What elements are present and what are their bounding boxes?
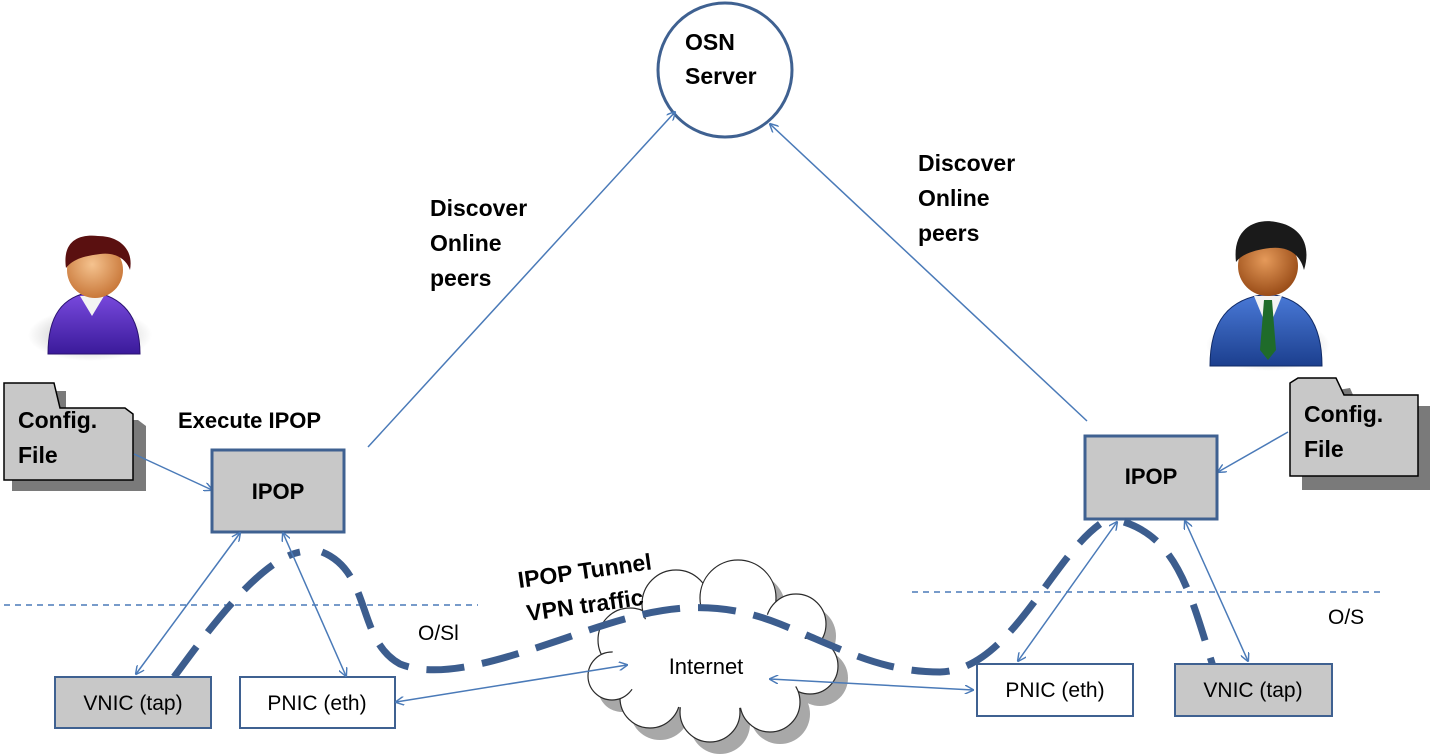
- pnic-box-right: PNIC (eth): [976, 663, 1134, 717]
- internet-pnic-arrow-right: [770, 679, 973, 690]
- folder-icon-right: [1289, 377, 1419, 477]
- discover-label-left: Discover Online peers: [430, 195, 527, 291]
- vnic-box-right: VNIC (tap): [1174, 663, 1333, 717]
- ipop-box-left: IPOP: [210, 448, 346, 534]
- vnic-label-right: VNIC (tap): [1203, 679, 1302, 702]
- os-label-left: O/Sl: [418, 622, 459, 645]
- config-to-ipop-arrow-right: [1218, 431, 1289, 472]
- pnic-internet-arrow-left: [396, 665, 627, 702]
- pnic-box-left: PNIC (eth): [239, 676, 396, 729]
- svg-text:File: File: [18, 442, 58, 468]
- folder-icon-left: [3, 382, 134, 481]
- osn-server-label-line1: OSN: [685, 29, 735, 55]
- svg-text:Discover: Discover: [918, 150, 1015, 176]
- svg-text:Online: Online: [430, 230, 502, 256]
- osn-server-label-line2: Server: [685, 63, 757, 89]
- ipop-vnic-arrow-left: [136, 533, 240, 674]
- svg-text:Discover: Discover: [430, 195, 527, 221]
- ipop-vnic-arrow-right: [1185, 521, 1248, 661]
- osn-server-node: OSN Server: [656, 1, 794, 139]
- config-file-left: Config. File: [3, 382, 146, 491]
- user-icon-left: [28, 235, 152, 361]
- user-icon-right: [1206, 221, 1330, 371]
- svg-text:Config.: Config.: [1304, 401, 1383, 427]
- tunnel-segment-left-vnic: [171, 548, 301, 680]
- ipop-label-left: IPOP: [252, 479, 305, 504]
- discover-arrow-left: [367, 112, 675, 448]
- ipop-label-right: IPOP: [1125, 464, 1178, 489]
- svg-text:Online: Online: [918, 185, 990, 211]
- internet-label: Internet: [669, 654, 744, 679]
- tunnel-segment-right-vnic: [1122, 518, 1220, 678]
- vnic-box-left: VNIC (tap): [54, 676, 212, 729]
- config-file-right: Config. File: [1289, 377, 1430, 490]
- pnic-label-left: PNIC (eth): [267, 692, 366, 715]
- svg-text:Config.: Config.: [18, 407, 97, 433]
- execute-ipop-label: Execute IPOP: [178, 408, 321, 433]
- os-label-right: O/S: [1328, 606, 1364, 629]
- svg-text:peers: peers: [918, 220, 979, 246]
- svg-text:File: File: [1304, 436, 1344, 462]
- osn-server-circle: [656, 1, 794, 139]
- tunnel-segment-main: [320, 521, 1103, 676]
- ipop-pnic-arrow-right: [1018, 522, 1117, 661]
- config-to-ipop-arrow-left: [133, 453, 212, 490]
- discover-arrow-right: [770, 124, 1088, 422]
- pnic-label-right: PNIC (eth): [1005, 679, 1104, 702]
- ipop-box-right: IPOP: [1083, 434, 1219, 521]
- ipop-pnic-arrow-left: [283, 533, 346, 676]
- discover-label-right: Discover Online peers: [918, 150, 1015, 246]
- svg-text:peers: peers: [430, 265, 491, 291]
- vnic-label-left: VNIC (tap): [83, 692, 182, 715]
